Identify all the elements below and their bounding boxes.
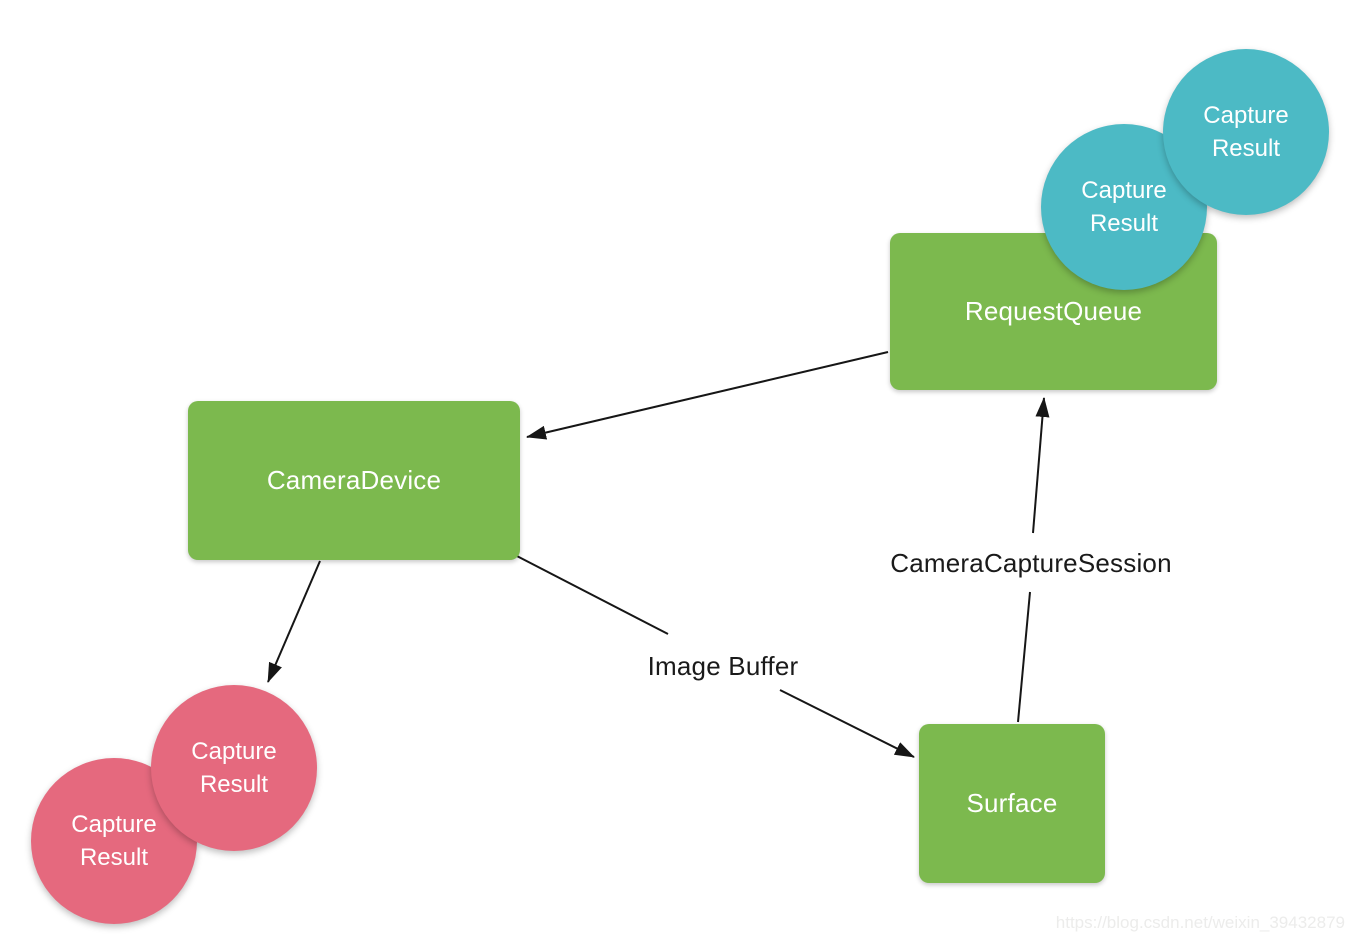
camera-device-node: CameraDevice <box>188 401 520 560</box>
request-queue-label: RequestQueue <box>964 296 1143 326</box>
arrow-surface-to-requestqueue-head <box>1032 397 1050 534</box>
surface-node: Surface <box>919 724 1105 883</box>
surface-label: Surface <box>966 788 1058 818</box>
camera-capture-session-label: CameraCaptureSession <box>890 548 1172 578</box>
arrow-surface-to-requestqueue-segment <box>1017 591 1031 723</box>
arrow-cameradevice-to-surface-segment <box>512 553 669 635</box>
watermark-url: https://blog.csdn.net/weixin_39432879 <box>1055 913 1345 932</box>
camera-device-label: CameraDevice <box>266 465 442 495</box>
capture-result-circle-teal-back: Capture Result <box>1041 124 1207 290</box>
arrow-cameradevice-to-captureresult <box>267 560 321 683</box>
capture-result-circle-pink-front: Capture Result <box>151 685 317 851</box>
arrow-requestqueue-to-cameradevice <box>526 351 889 440</box>
arrow-cameradevice-to-surface-head <box>779 689 915 758</box>
image-buffer-label: Image Buffer <box>647 651 799 681</box>
capture-result-circle-teal-front: Capture Result <box>1163 49 1329 215</box>
